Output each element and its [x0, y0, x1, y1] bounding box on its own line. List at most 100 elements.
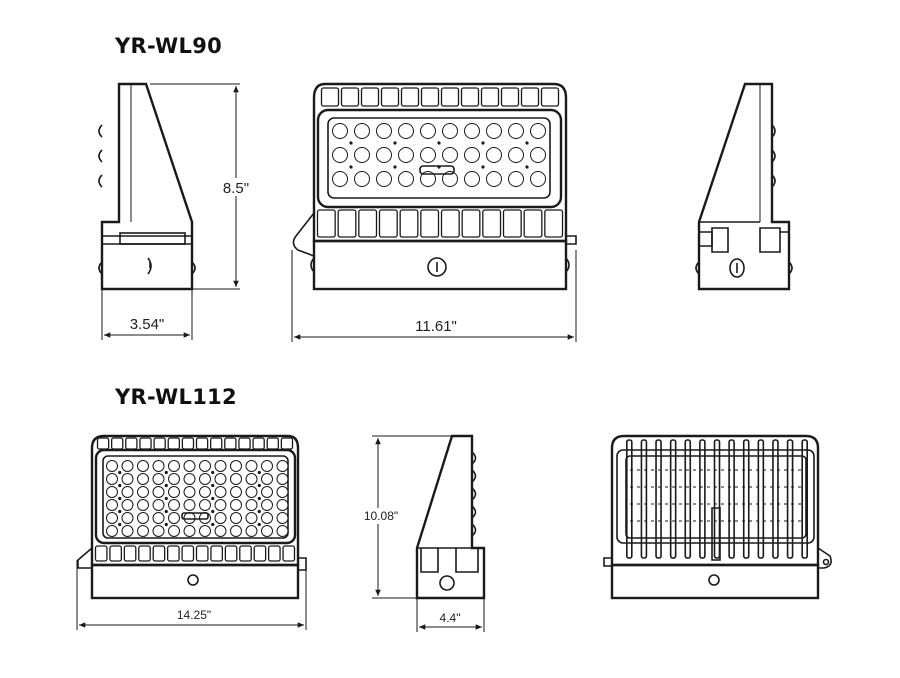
led-lens — [137, 473, 149, 485]
led-lens — [168, 460, 180, 472]
led-lens — [261, 525, 273, 537]
heatsink-fin — [655, 439, 662, 559]
fin-cell — [252, 437, 265, 450]
led-dot — [164, 496, 168, 501]
wl112-side-view — [360, 434, 486, 632]
heatsink-fin — [742, 439, 750, 559]
fin-cell — [123, 545, 137, 562]
fin-cell — [316, 209, 336, 238]
wl90-width-label: 11.61" — [415, 318, 457, 335]
led-lens — [121, 525, 134, 537]
heatsink-fin — [772, 439, 779, 559]
wl112-led-array — [106, 460, 289, 537]
heatsink-fin — [713, 439, 721, 559]
led-dot — [257, 483, 261, 488]
fin-cell — [502, 209, 522, 238]
led-lens — [137, 525, 149, 537]
fin-cell — [195, 437, 209, 450]
fin-cell — [138, 545, 151, 562]
fin-cell — [544, 209, 564, 238]
fin-cell — [378, 209, 398, 238]
led-lens — [106, 460, 118, 472]
fin-cell — [238, 437, 251, 450]
heatsink-fin — [684, 439, 692, 559]
led-dot — [393, 165, 397, 169]
heatsink-fin — [786, 439, 794, 559]
led-lens — [442, 123, 458, 139]
fin-cell — [267, 545, 281, 562]
led-dot — [481, 141, 485, 145]
led-dot — [118, 470, 122, 475]
led-lens — [168, 473, 180, 485]
fin-cell — [460, 87, 480, 107]
fin-cell — [181, 545, 195, 562]
led-lens — [442, 171, 458, 187]
led-lens — [245, 512, 258, 524]
led-dot — [211, 509, 215, 514]
led-lens — [332, 147, 348, 163]
heatsink-fin — [626, 439, 633, 559]
fin-cell — [320, 87, 340, 107]
wl112-depth-label: 4.4" — [440, 611, 461, 625]
led-lens — [486, 171, 502, 187]
fin-cell — [440, 209, 460, 238]
led-lens — [398, 171, 414, 187]
fin-cell — [167, 437, 181, 450]
led-lens — [121, 486, 134, 498]
fin-cell — [420, 87, 440, 107]
fin-cell — [280, 437, 294, 450]
led-lens — [464, 123, 480, 139]
led-lens — [230, 473, 242, 485]
led-dot — [393, 141, 397, 145]
led-lens — [245, 486, 258, 498]
led-lens — [261, 486, 273, 498]
heatsink-fin — [757, 439, 765, 559]
fin-cell — [109, 545, 123, 562]
led-lens — [230, 460, 242, 472]
led-lens — [168, 486, 180, 498]
led-lens — [121, 473, 134, 485]
wl90-lower-fins — [316, 209, 564, 238]
led-lens — [464, 171, 480, 187]
fin-cell — [209, 437, 223, 450]
led-lens — [420, 123, 436, 139]
led-lens — [508, 147, 524, 163]
led-lens — [376, 147, 392, 163]
wl90-top-fins — [320, 87, 560, 107]
fin-cell — [253, 545, 267, 562]
led-lens — [152, 460, 165, 472]
led-lens — [376, 171, 392, 187]
led-lens — [214, 499, 227, 511]
fin-cell — [360, 87, 380, 107]
led-lens — [137, 512, 149, 524]
led-lens — [199, 499, 211, 511]
led-lens — [152, 486, 165, 498]
led-dot — [118, 509, 122, 514]
led-lens — [168, 512, 180, 524]
fin-cell — [139, 437, 152, 450]
led-lens — [245, 499, 258, 511]
led-lens — [121, 512, 134, 524]
led-lens — [152, 525, 165, 537]
led-dot — [118, 522, 122, 527]
led-lens — [199, 473, 211, 485]
model-title-yr-wl90: YR-WL90 — [115, 34, 223, 58]
wl90-side-view-left — [98, 82, 254, 340]
model-title-yr-wl112: YR-WL112 — [115, 385, 237, 409]
led-lens — [486, 123, 502, 139]
fin-cell — [195, 545, 209, 562]
heatsink-fin — [728, 439, 735, 559]
fin-cell — [480, 87, 500, 107]
led-dot — [257, 522, 261, 527]
led-lens — [214, 486, 227, 498]
led-lens — [230, 486, 242, 498]
led-lens — [276, 525, 289, 537]
led-lens — [183, 486, 196, 498]
wl90-height-label: 8.5" — [223, 180, 249, 197]
fin-cell — [224, 545, 238, 562]
led-lens — [276, 512, 289, 524]
led-lens — [530, 147, 546, 163]
fin-cell — [94, 545, 108, 562]
led-lens — [214, 512, 227, 524]
